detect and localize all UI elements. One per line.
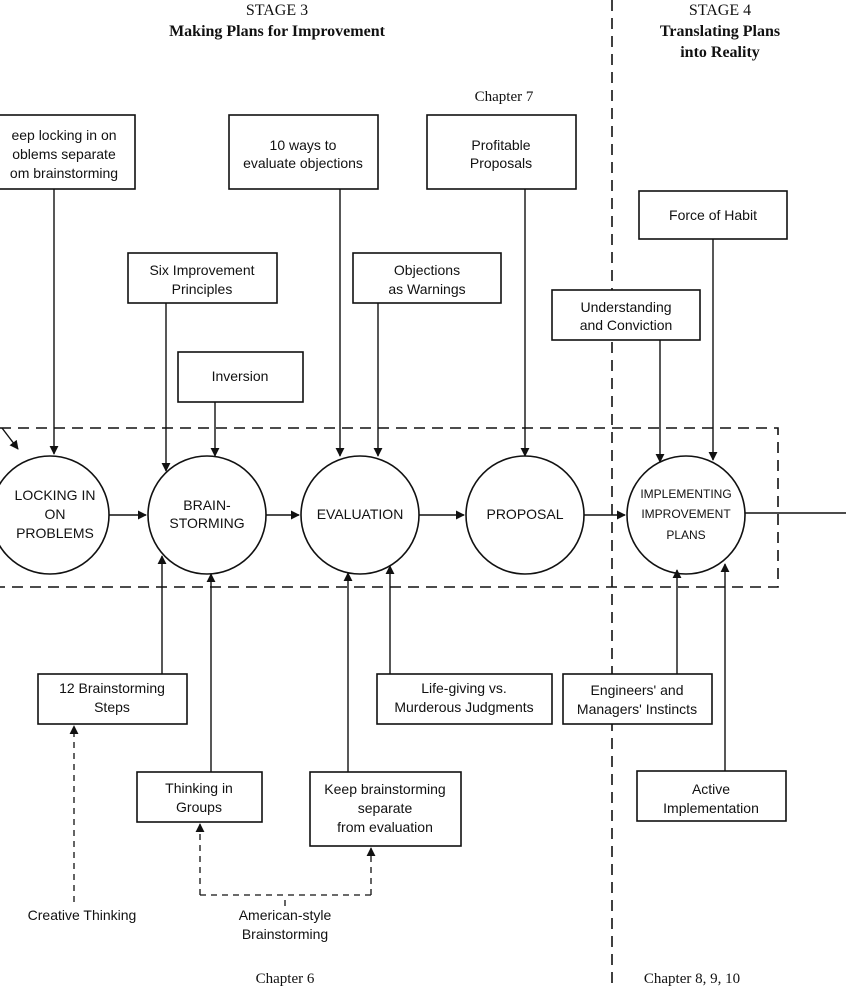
process-frame xyxy=(0,427,779,588)
box-thinking-in-groups xyxy=(136,771,263,823)
keep-locking-line1: eep locking in on xyxy=(11,127,116,143)
locking-label-line3: PROBLEMS xyxy=(16,525,94,541)
chapter-8-9-10-label: Chapter 8, 9, 10 xyxy=(644,971,740,987)
twelve-steps-line2: Steps xyxy=(94,699,130,715)
active-impl-line1: Active xyxy=(692,781,730,797)
proposal-label: PROPOSAL xyxy=(486,506,563,522)
stage3-number: STAGE 3 xyxy=(246,2,308,19)
box-engineers-managers-instincts xyxy=(562,673,713,725)
stage4-number: STAGE 4 xyxy=(689,2,751,19)
six-principles-line2: Principles xyxy=(172,281,233,297)
keep-locking-line3: om brainstorming xyxy=(10,165,118,181)
thinking-groups-line2: Groups xyxy=(176,799,222,815)
engineers-line2: Managers' Instincts xyxy=(577,701,697,717)
box-understanding-conviction xyxy=(551,289,701,341)
arrow-incoming-to-locking xyxy=(1,427,19,450)
circle-implementing-improvement-plans xyxy=(626,455,746,575)
implementing-label-line3: PLANS xyxy=(666,528,705,542)
objections-line2: as Warnings xyxy=(388,281,465,297)
profitable-line2: Proposals xyxy=(470,155,532,171)
box-keep-brainstorming-separate xyxy=(309,771,462,847)
six-principles-line1: Six Improvement xyxy=(149,262,254,278)
ten-ways-line1: 10 ways to xyxy=(270,137,337,153)
understanding-line2: and Conviction xyxy=(580,317,673,333)
creative-thinking-label: Creative Thinking xyxy=(28,907,137,923)
keep-brainstorming-line1: Keep brainstorming xyxy=(324,781,445,797)
box-six-improvement-principles xyxy=(127,252,278,304)
box-active-implementation xyxy=(636,770,787,822)
profitable-line1: Profitable xyxy=(471,137,530,153)
engineers-line1: Engineers' and xyxy=(591,682,684,698)
stage3-title: Making Plans for Improvement xyxy=(169,23,386,40)
inversion-text: Inversion xyxy=(212,368,269,384)
ten-ways-line2: evaluate objections xyxy=(243,155,363,171)
box-keep-locking-separate xyxy=(0,114,136,190)
locking-label-line1: LOCKING IN xyxy=(15,487,96,503)
implementing-label-line2: IMPROVEMENT xyxy=(641,507,731,521)
life-giving-line1: Life-giving vs. xyxy=(421,680,507,696)
box-twelve-brainstorming-steps xyxy=(37,673,188,725)
box-inversion xyxy=(177,351,304,403)
stage4-title-line2: into Reality xyxy=(680,44,760,61)
brainstorming-label-line2: STORMING xyxy=(169,515,244,531)
box-life-giving-judgments xyxy=(376,673,553,725)
active-impl-line2: Implementation xyxy=(663,800,759,816)
american-style-label-line2: Brainstorming xyxy=(242,926,328,942)
objections-line1: Objections xyxy=(394,262,460,278)
implementing-label-line1: IMPLEMENTING xyxy=(640,487,731,501)
box-profitable-proposals xyxy=(426,114,577,190)
stage4-title-line1: Translating Plans xyxy=(660,23,780,40)
keep-brainstorming-line3: from evaluation xyxy=(337,819,433,835)
box-force-of-habit xyxy=(638,190,788,240)
brainstorming-label-line1: BRAIN- xyxy=(183,497,231,513)
chapter-6-label: Chapter 6 xyxy=(256,971,315,987)
life-giving-line2: Murderous Judgments xyxy=(394,699,533,715)
american-style-label-line1: American-style xyxy=(239,907,332,923)
locking-label-line2: ON xyxy=(45,506,66,522)
evaluation-label: EVALUATION xyxy=(317,506,404,522)
thinking-groups-line1: Thinking in xyxy=(165,780,233,796)
twelve-steps-line1: 12 Brainstorming xyxy=(59,680,165,696)
force-of-habit-text: Force of Habit xyxy=(669,207,757,223)
box-ten-ways-evaluate xyxy=(228,114,379,190)
box-objections-as-warnings xyxy=(352,252,502,304)
keep-brainstorming-line2: separate xyxy=(358,800,413,816)
keep-locking-line2: oblems separate xyxy=(12,146,116,162)
understanding-line1: Understanding xyxy=(580,299,671,315)
chapter-7-label: Chapter 7 xyxy=(475,89,534,105)
